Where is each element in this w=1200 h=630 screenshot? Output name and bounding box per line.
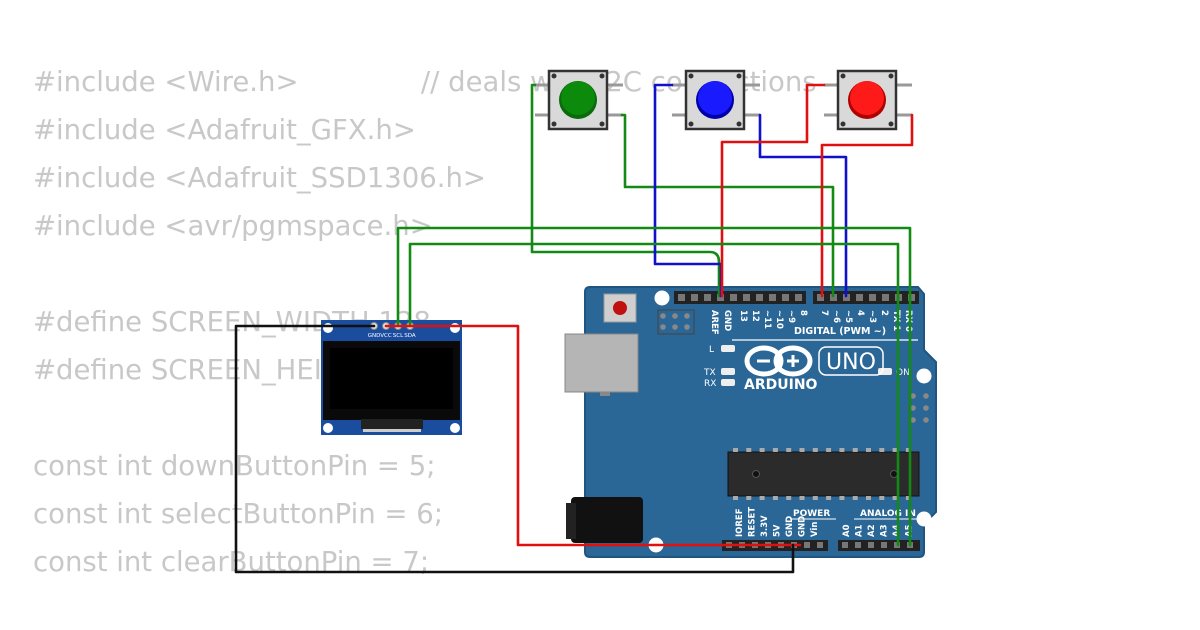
wire-red-button-left: [720, 83, 826, 298]
analog-label: ANALOG IN: [860, 509, 916, 519]
code-line: const int downButtonPin = 5;: [33, 450, 436, 482]
code-line: #include <Adafruit_GFX.h>: [33, 114, 416, 146]
power-pin-label: IOREF: [735, 508, 745, 537]
digital-pin-label: 2: [879, 310, 889, 316]
digital-pin-label: 4: [855, 310, 865, 316]
power-pin-label: GND: [798, 516, 808, 537]
oled-pin-label: GND: [368, 333, 381, 339]
digital-pin-label: 8: [798, 310, 808, 316]
analog-pin-label: A0: [842, 524, 852, 537]
oled-pin-label: SDA: [404, 333, 416, 339]
digital-pin-label: 7: [819, 310, 829, 316]
wire-green-button-left: [530, 83, 721, 298]
board-model: UNO: [826, 350, 876, 375]
wire-oled-gnd: [234, 324, 795, 574]
code-line: const int selectButtonPin = 6;: [33, 498, 443, 530]
wire-oled-vcc: [384, 324, 802, 547]
power-pin-label: 3.3V: [760, 515, 770, 537]
push-button-green[interactable]: [535, 69, 623, 131]
digital-pin-label: RX 0: [903, 310, 913, 332]
code-line: #include <avr/pgmspace.h>: [33, 210, 433, 242]
board-brand: ARDUINO: [744, 377, 818, 393]
analog-pin-label: A2: [867, 524, 877, 537]
digital-pin-label: ~6: [831, 310, 841, 323]
oled-pin-label: VCC: [380, 333, 392, 339]
led-label-rx: RX: [704, 379, 716, 389]
power-label: POWER: [793, 509, 830, 519]
digital-pin-label: 12: [750, 310, 760, 322]
analog-pin-label: A1: [855, 524, 865, 537]
oled-pin-label: SCL: [393, 333, 404, 339]
arduino-uno-board: UNO ARDUINO L TX RX ON DIGITAL (PWM ~) A…: [564, 286, 937, 558]
digital-pin-label: GND: [722, 310, 732, 331]
led-label-l: L: [709, 345, 714, 355]
code-line: #include <Adafruit_SSD1306.h>: [33, 162, 486, 194]
digital-pin-label: ~9: [786, 310, 796, 323]
wire-green-button-right: [620, 113, 835, 298]
digital-pin-label: ~5: [843, 310, 853, 323]
push-button-red[interactable]: [824, 69, 912, 131]
power-pin-label: Vin: [810, 522, 820, 537]
wire-oled-sda: [408, 242, 900, 547]
led-label-on: ON: [896, 368, 910, 378]
digital-pin-label: ~10: [774, 310, 784, 329]
power-pin-label: RESET: [748, 507, 758, 537]
push-button-blue[interactable]: [672, 69, 760, 131]
power-pin-label: 5V: [773, 524, 783, 537]
wire-red-button-right: [820, 113, 914, 298]
power-pin-label: GND: [785, 516, 795, 537]
digital-pin-label: TX 1: [891, 310, 901, 331]
wire-blue-button-right: [758, 113, 848, 298]
arduino-infinity-logo: [744, 345, 813, 377]
digital-pin-label: 13: [738, 310, 748, 322]
digital-pin-label: ~11: [762, 310, 772, 329]
digital-header-label: DIGITAL (PWM ~): [794, 326, 886, 337]
wire-oled-scl: [396, 226, 912, 547]
digital-pin-label: ~3: [867, 310, 877, 323]
led-label-tx: TX: [703, 368, 716, 378]
analog-pin-label: A3: [880, 524, 890, 537]
digital-pin-label: AREF: [709, 310, 719, 335]
